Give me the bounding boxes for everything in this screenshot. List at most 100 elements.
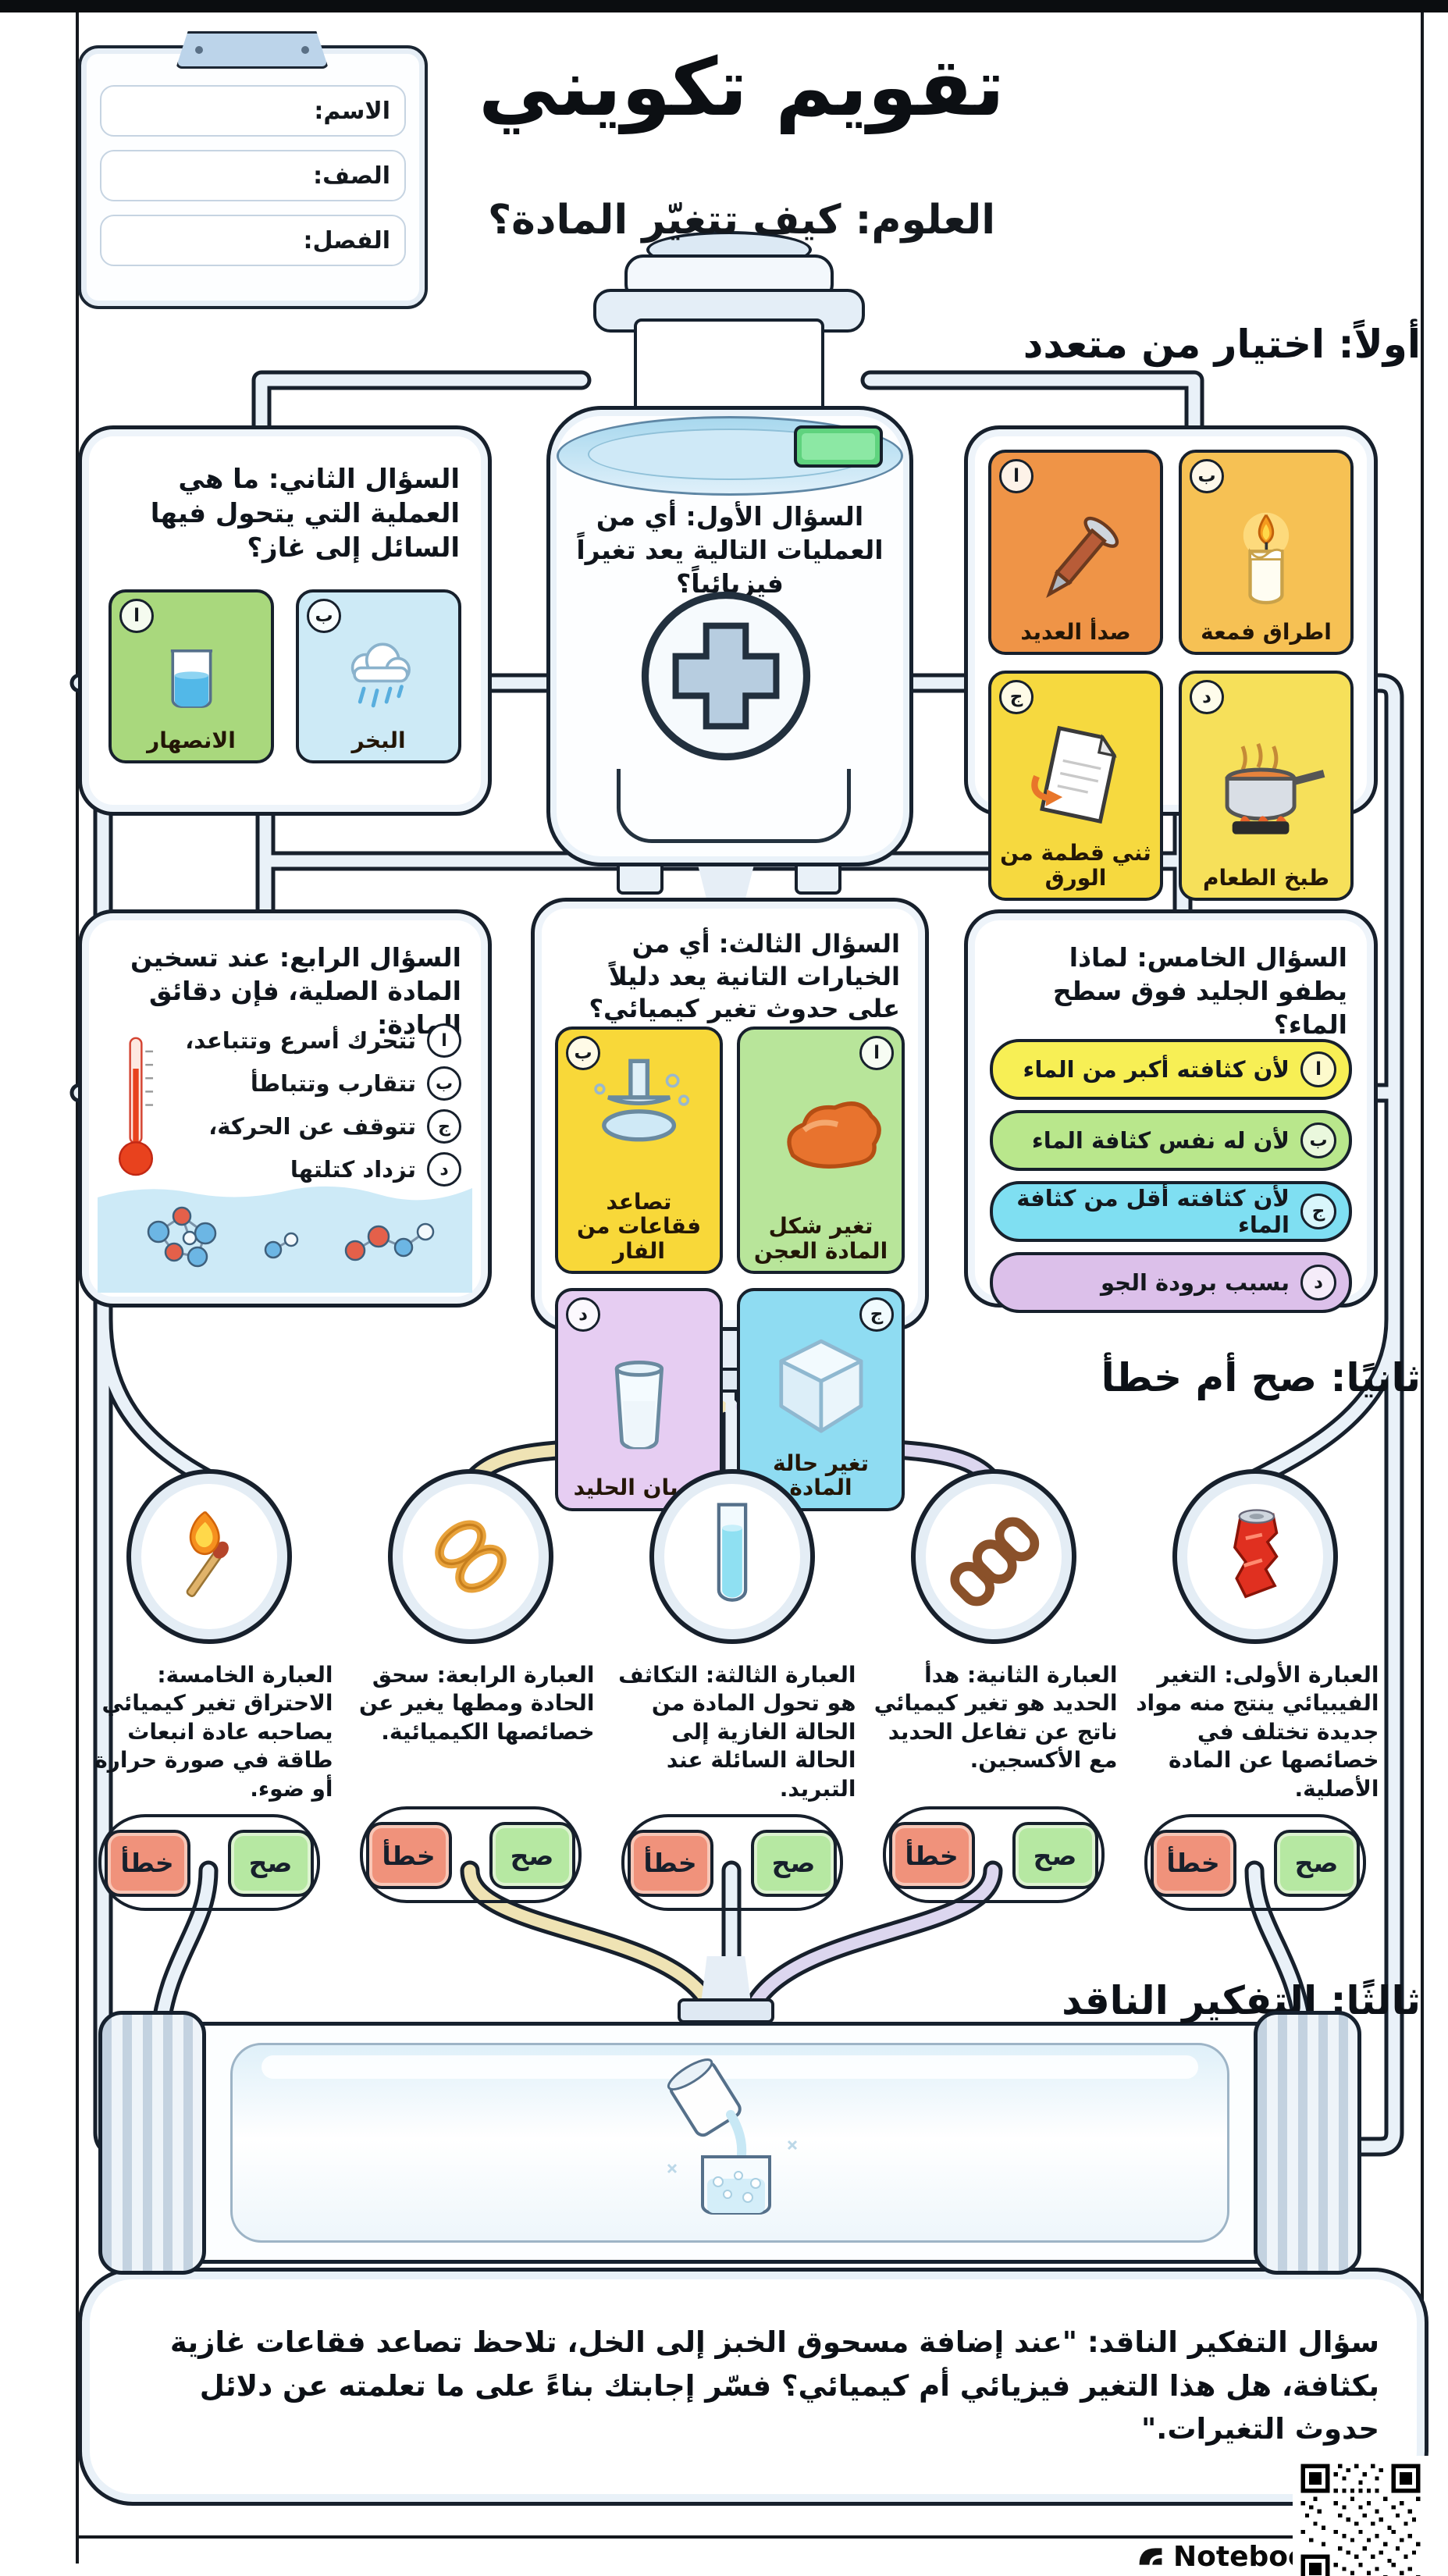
question1-options-box: ب اطراق فمعة ا — [964, 425, 1378, 902]
plus-valve-icon[interactable] — [636, 586, 816, 766]
button-connector — [882, 1806, 1105, 1903]
grade-field-label: الصف: — [313, 162, 390, 190]
question1-tank: السؤال الأول: أي من العمليات التالية يعد… — [546, 406, 913, 866]
answer-tile-bubbles[interactable]: ب تصاعد فقاعات من الفار — [555, 1026, 723, 1275]
pouring-cup-illustration — [667, 2058, 798, 2215]
true-button[interactable]: صح — [227, 1829, 314, 1897]
answer-tile-state-change[interactable]: ج تغير حالة المادة — [737, 1288, 905, 1511]
false-button[interactable]: خطأ — [365, 1822, 452, 1889]
statement2-text: العبارة الثانية: هدأ الحديد هو تغير كيمي… — [873, 1662, 1118, 1774]
crushed-can-icon — [1233, 1509, 1279, 1599]
name-field-label: الاسم: — [314, 97, 390, 125]
burning-candle-icon — [1243, 512, 1290, 605]
option-letter: ج — [999, 680, 1034, 715]
button-connector — [621, 1813, 843, 1911]
rusty-nail-icon — [1046, 516, 1119, 599]
section-first-heading: أولاً: اختيار من متعدد — [1023, 322, 1421, 367]
qr-code[interactable] — [1293, 2456, 1428, 2576]
mixing-tank — [109, 2022, 1350, 2264]
rusty-chain-icon — [949, 1517, 1039, 1606]
statement5-circle — [126, 1469, 292, 1644]
tank-right-cap — [1254, 2011, 1361, 2275]
class-field[interactable]: الفصل: — [100, 215, 406, 266]
question5-box: السؤال الخامس: لماذا يطفو الجليد فوق سطح… — [964, 909, 1378, 1313]
question3-box: السؤال الثالث: أي من الخيارات التانية يع… — [531, 898, 929, 1511]
statement4-text: العبارة الرابعة: سحق الحادة ومطها يغير ع… — [359, 1662, 595, 1745]
true-button[interactable]: صح — [1012, 1822, 1098, 1889]
question4-text: السؤال الرابع: عند تسخين المادة الصلية، … — [130, 942, 461, 1040]
false-button[interactable]: خطأ — [104, 1829, 190, 1897]
statement-column-2: العبارة الثانية: هدأ الحديد هو تغير كيمي… — [863, 1469, 1124, 1923]
option-label: الانصهار — [147, 727, 236, 753]
question2-text: السؤال الثاني: ما هي العملية التي يتحول … — [150, 464, 460, 564]
critical-label: سؤال التفكير الناقد: — [1087, 2325, 1379, 2359]
statement-column-1: العبارة الأولى: التغير الفيبيائي ينتج من… — [1124, 1469, 1386, 1923]
page-subtitle: العلوم: كيف تتغيّر المادة؟ — [487, 197, 996, 244]
answer-tile-evaporation[interactable]: ب البخر — [296, 589, 461, 763]
answer-tile-melting[interactable]: ا الانصهار — [109, 589, 274, 763]
section-second-heading: ثانيًا: صح أم خطأ — [1101, 1355, 1421, 1400]
answer-tile-shape-change[interactable]: ا تغير شكل المادة العجن — [737, 1026, 905, 1275]
button-connector — [1144, 1813, 1366, 1911]
statement4-circle — [387, 1469, 553, 1644]
indicator-light — [794, 425, 883, 468]
page-right-border — [1421, 12, 1424, 2564]
option-label: طبخ الطعام — [1203, 864, 1329, 891]
name-field[interactable]: الاسم: — [100, 85, 406, 137]
answer-tile-paper[interactable]: ج ثني قطمة من الورق — [988, 671, 1163, 902]
page-bottom-border — [76, 2535, 1424, 2539]
grade-field[interactable]: الصف: — [100, 150, 406, 201]
false-button[interactable]: خطأ — [888, 1822, 975, 1889]
option-label: صدأ العديد — [1020, 619, 1131, 645]
page-title: تقويم تكويني — [478, 41, 1005, 134]
option-letter: د — [1190, 680, 1224, 715]
student-info-card: الاسم: الصف: الفصل: — [78, 45, 428, 309]
statement3-circle — [649, 1469, 815, 1644]
machine-neck — [634, 318, 824, 422]
statement3-text: العبارة الثالثة: التكاثف هو تحول المادة … — [618, 1662, 856, 1802]
statement1-circle — [1172, 1469, 1338, 1644]
tall-beaker-icon — [614, 1360, 664, 1450]
false-button[interactable]: خطأ — [627, 1829, 713, 1897]
question1-text: السؤال الأول: أي من العمليات التالية يعد… — [576, 501, 884, 599]
burning-match-icon — [186, 1510, 229, 1597]
bubbles-funnel-icon — [594, 1059, 690, 1142]
true-button[interactable]: صح — [489, 1822, 575, 1889]
answer-tile-ice-melting[interactable]: د كوبان الحليد — [555, 1288, 723, 1511]
false-button[interactable]: خطأ — [1150, 1829, 1236, 1897]
option-letter: ا — [119, 599, 154, 633]
button-connector — [359, 1806, 582, 1903]
critical-body: "عند إضافة مسحوق الخبز إلى الخل، تلاحظ ت… — [169, 2325, 1379, 2446]
option-letter: ب — [1190, 459, 1224, 493]
answer-tile-cooking[interactable]: د طبخ الطعام — [1179, 671, 1354, 902]
option-label: ثني قطمة من الورق — [1000, 840, 1151, 891]
clipboard-handle — [176, 31, 329, 69]
statement5-text: العبارة الخامسة: الاحتراق تغير كيميائي ي… — [94, 1662, 333, 1802]
critical-thinking-question: سؤال التفكير الناقد: "عند إضافة مسحوق ال… — [127, 2321, 1379, 2451]
true-button[interactable]: صح — [750, 1829, 837, 1897]
option-letter: ا — [999, 459, 1034, 493]
water-beaker-icon — [170, 649, 212, 708]
answer-tile-rust[interactable]: ا صدأ العديد — [988, 450, 1163, 656]
statement2-circle — [910, 1469, 1076, 1644]
statement-column-5: العبارة الخامسة: الاحتراق تغير كيميائي ي… — [78, 1469, 340, 1923]
question2-box: السؤال الثاني: ما هي العملية التي يتحول … — [78, 425, 492, 816]
page-top-border — [0, 0, 1448, 12]
tank-left-cap — [98, 2011, 206, 2275]
question4-box: السؤال الرابع: عند تسخين المادة الصلية، … — [78, 909, 492, 1308]
answer-tile-candle[interactable]: ب اطراق فمعة — [1179, 450, 1354, 656]
statement-column-3: العبارة الثالثة: التكاثف هو تحول المادة … — [601, 1469, 863, 1923]
statement-column-4: العبارة الرابعة: سحق الحادة ومطها يغير ع… — [340, 1469, 601, 1923]
molecules-illustration — [98, 1186, 472, 1293]
orange-blob-icon — [787, 1101, 881, 1169]
true-button[interactable]: صح — [1273, 1829, 1360, 1897]
